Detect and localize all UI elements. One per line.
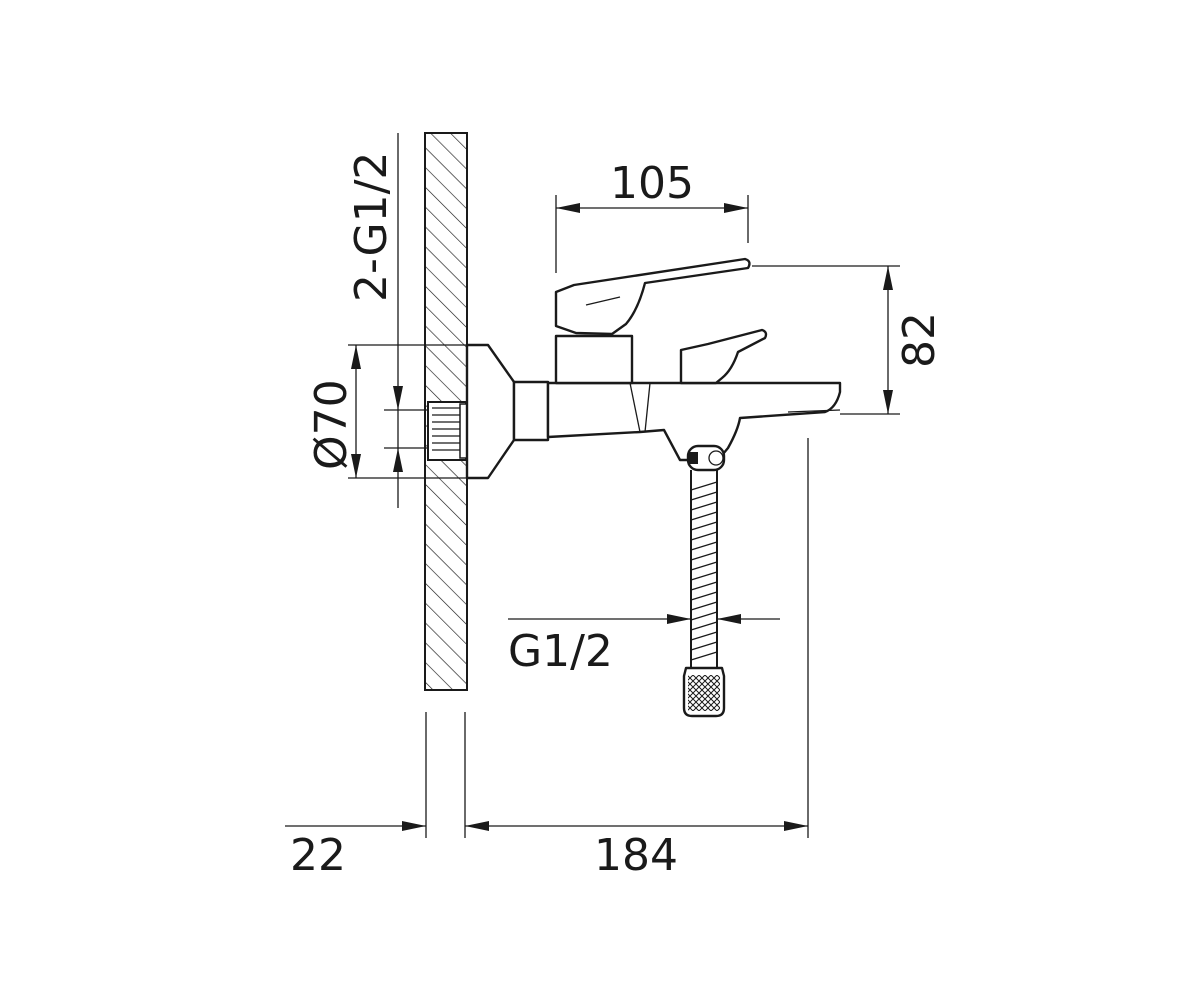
lever-width-label: 105	[610, 158, 694, 209]
thread-pair-label: 2-G1/2	[346, 152, 397, 302]
total-depth-label: 184	[594, 830, 678, 881]
shower-hose	[682, 470, 726, 718]
dim-thread-pair: 2-G1/2	[346, 133, 428, 508]
wall-section	[424, 132, 468, 691]
height-label: 82	[894, 312, 945, 368]
dim-total-depth: 184	[465, 821, 808, 881]
dim-lever-width: 105	[555, 158, 749, 273]
dim-height: 82	[752, 265, 945, 415]
hose-thread-label: G1/2	[508, 626, 613, 677]
dim-flange-diameter: Ø70	[306, 344, 486, 479]
faucet-body	[465, 257, 842, 480]
dim-wall-offset: 22	[285, 821, 426, 881]
flange-diameter-label: Ø70	[306, 379, 357, 470]
wall-offset-label: 22	[290, 830, 346, 881]
dim-hose-thread: G1/2	[508, 614, 780, 677]
wall-extension-lines	[425, 438, 809, 838]
